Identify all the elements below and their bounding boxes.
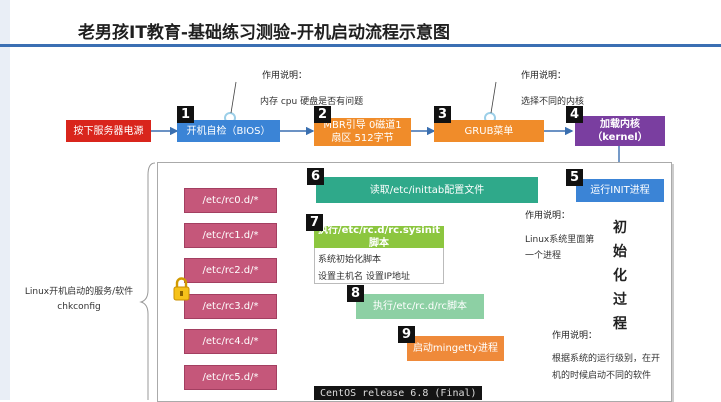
step-5-init-box: 运行INIT进程	[576, 179, 664, 202]
step-3-badge: 3	[434, 106, 451, 123]
note-1-heading: 作用说明：	[262, 71, 308, 81]
rc-dir-4: /etc/rc4.d/*	[184, 329, 277, 354]
startup-services-label: Linux开机启动的服务/软件	[24, 287, 134, 297]
console-output: CentOS release 6.8 (Final)	[314, 386, 482, 400]
step-6-badge: 6	[307, 168, 324, 185]
init-char-3: 化	[613, 268, 627, 284]
note-4-heading: 作用说明：	[552, 331, 598, 341]
note-2-body: 选择不同的内核	[521, 97, 585, 107]
step-8-rc-box: 执行/etc/rc.d/rc脚本	[356, 294, 484, 319]
title-rule	[0, 44, 721, 47]
step-9-badge: 9	[398, 326, 415, 343]
init-process-caption: 初 始 化 过 程	[608, 216, 632, 336]
left-decor-band	[0, 0, 10, 400]
init-char-1: 初	[613, 220, 627, 236]
rc-dir-2: /etc/rc2.d/*	[184, 258, 277, 283]
step-9-mingetty-box: 启动mingetty进程	[407, 336, 504, 361]
step-7-sysinit-box: 执行/etc/rc.d/rc.sysinit脚本	[314, 225, 444, 249]
note-3-heading: 作用说明：	[525, 211, 571, 221]
step-7-line-1: 系统初始化脚本	[318, 255, 382, 265]
step-5-badge: 5	[566, 169, 583, 186]
lock-icon	[173, 276, 190, 302]
note-2-heading: 作用说明：	[521, 71, 567, 81]
step-1-badge: 1	[177, 106, 194, 123]
step-1-bios-box: 开机自检（BIOS）	[177, 120, 280, 142]
chkconfig-label: chkconfig	[57, 302, 101, 312]
rc-dir-5: /etc/rc5.d/*	[184, 365, 277, 390]
init-char-4: 过	[613, 292, 627, 308]
init-char-5: 程	[613, 316, 627, 332]
step-8-badge: 8	[347, 285, 364, 302]
init-char-2: 始	[613, 244, 627, 260]
rc-dir-0: /etc/rc0.d/*	[184, 188, 277, 213]
page-title: 老男孩IT教育-基础练习测验-开机启动流程示意图	[78, 23, 451, 43]
rc-dir-1: /etc/rc1.d/*	[184, 223, 277, 248]
step-2-mbr-box: MBR引导 0磁道1扇区 512字节	[314, 118, 411, 146]
note-3-line-1: Linux系统里面第	[525, 235, 595, 245]
rc-dir-3: /etc/rc3.d/*	[184, 294, 277, 319]
step-3-grub-box: GRUB菜单	[434, 120, 544, 142]
step-7-line-2: 设置主机名 设置IP地址	[318, 272, 410, 282]
step-7-badge: 7	[306, 214, 323, 231]
power-on-box: 按下服务器电源	[66, 120, 151, 142]
note-4-line-1: 根据系统的运行级别，在开	[552, 354, 661, 364]
step-2-badge: 2	[314, 106, 331, 123]
step-4-badge: 4	[566, 106, 583, 123]
step-6-inittab-box: 读取/etc/inittab配置文件	[316, 177, 538, 203]
note-1-body: 内存 cpu 硬盘是否有问题	[260, 97, 364, 107]
step-4-kernel-box: 加载内核（kernel）	[575, 116, 665, 146]
note-3-line-2: 一个进程	[525, 251, 562, 261]
note-4-line-2: 机的时候启动不同的软件	[552, 371, 652, 381]
